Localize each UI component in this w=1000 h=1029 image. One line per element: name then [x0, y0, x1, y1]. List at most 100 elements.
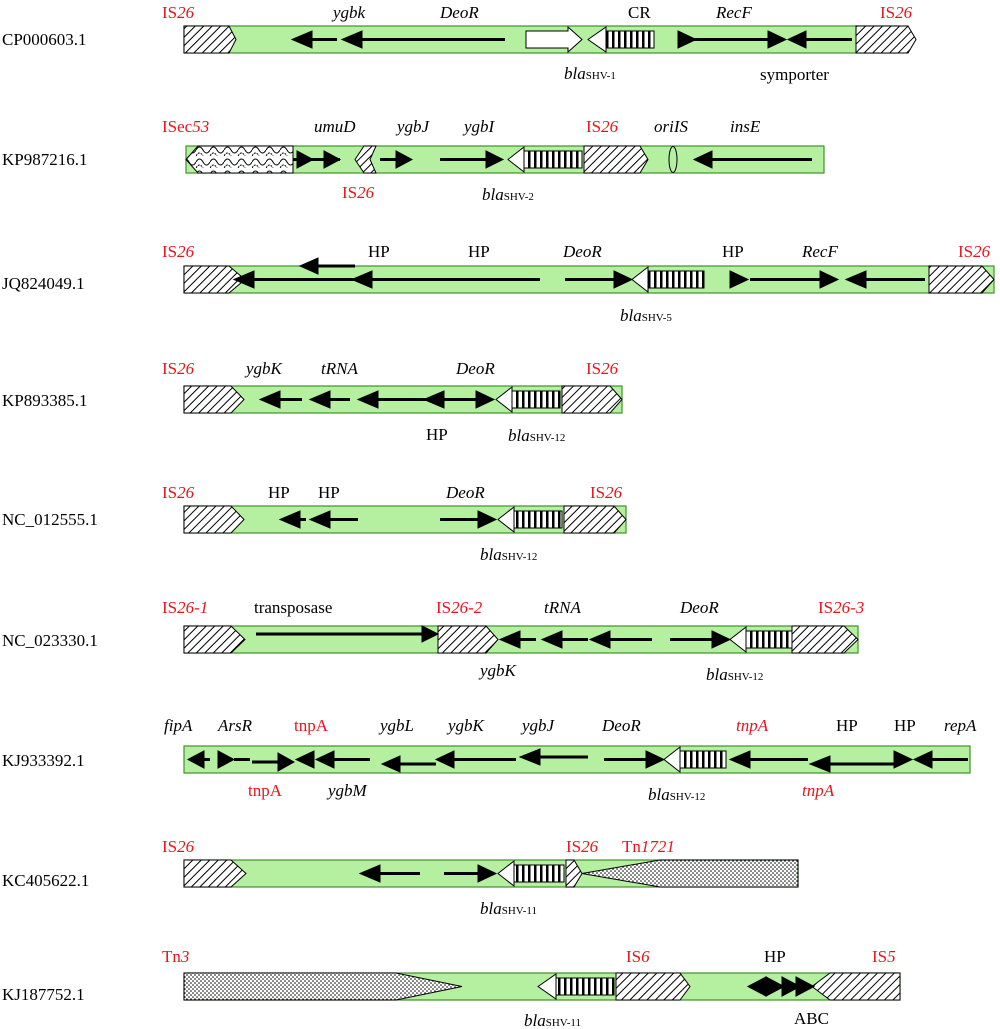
isec53-label: ISec53 — [162, 117, 209, 136]
hp2-label: HP — [318, 483, 340, 502]
tn3-element — [183, 972, 463, 1001]
abc-label: ABC — [794, 1009, 829, 1028]
track-KC405622.1: KC405622.1 IS26 IS26 Tn1721 blaSHV-11 — [2, 837, 799, 918]
tn3-label: Tn3 — [162, 947, 189, 966]
hp-label: HP — [426, 425, 448, 444]
ygbm-label: ygbM — [326, 781, 368, 800]
is26-left-label: IS26 — [162, 242, 195, 261]
is-element-IS26-left — [183, 505, 245, 534]
accession-label: KJ187752.1 — [2, 985, 85, 1004]
track-JQ824049.1: JQ824049.1 IS26 HP HP DeoR HP RecF IS26 … — [2, 242, 995, 325]
is26-small-label: IS26 — [342, 183, 375, 202]
trna-label: tRNA — [321, 359, 358, 378]
hp1-label: HP — [368, 242, 390, 261]
hp1-label: HP — [836, 716, 858, 735]
track-NC_023330.1: NC_023330.1 IS26-1 transposase IS26-2 tR… — [2, 598, 864, 684]
is-element-IS26-mid — [565, 859, 583, 888]
hp3-label: HP — [722, 242, 744, 261]
repa-label: repA — [944, 716, 977, 735]
is26-mid-label: IS26 — [586, 117, 619, 136]
ygbk-label: ygbk — [331, 3, 366, 22]
trna-label: tRNA — [544, 598, 581, 617]
inse-label: insE — [730, 117, 761, 136]
is26-2-label: IS26-2 — [436, 598, 483, 617]
is-element-IS26-1 — [183, 625, 246, 654]
tnpa-bottom-label: tnpA — [248, 781, 283, 800]
bla-label: blaSHV-12 — [480, 545, 537, 564]
accession-label: KP987216.1 — [2, 150, 87, 169]
is-element-IS26-2 — [437, 625, 499, 654]
labels: IS26 IS26 Tn1721 blaSHV-11 — [162, 837, 675, 918]
labels: IS26 HP HP DeoR IS26 blaSHV-12 — [162, 483, 623, 564]
bla-label: blaSHV-12 — [706, 665, 763, 684]
ygbj-label: ygbJ — [395, 117, 431, 136]
track-KJ933392.1: KJ933392.1 fipA ArsR tnpA ygbL ygbK — [2, 716, 977, 804]
is26-3-label: IS26-3 — [818, 598, 864, 617]
fipa-label: fipA — [164, 716, 193, 735]
hp2-label: HP — [468, 242, 490, 261]
is-element-IS26-right — [563, 505, 627, 534]
is26-right-label: IS26 — [958, 242, 991, 261]
ygbl-label: ygbL — [378, 716, 414, 735]
hp2-label: HP — [894, 716, 916, 735]
tn1721-label: Tn1721 — [622, 837, 675, 856]
gene-arrows — [258, 390, 496, 409]
is-element-IS26-left — [183, 385, 245, 414]
labels: IS26 ygbk DeoR CR RecF IS26 blaSHV-1 sym… — [162, 3, 913, 84]
ygbk-label: ygbK — [244, 359, 284, 378]
is26-right-label: IS26 — [586, 359, 619, 378]
is-element-IS26-left — [183, 859, 247, 888]
track-KP893385.1: KP893385.1 IS26 ygbK tRNA DeoR IS26 HP b… — [2, 359, 623, 445]
gene-arrows — [290, 30, 852, 49]
bla-gene-arrow — [631, 265, 705, 294]
arsr-label: ArsR — [217, 716, 253, 735]
is-element-IS26-right — [855, 25, 917, 54]
bla-gene-arrow — [537, 973, 615, 1000]
ygbi-label: ygbI — [462, 117, 496, 136]
transposase-label: transposase — [254, 598, 332, 617]
bla-gene-arrow — [587, 26, 655, 53]
is26-left-label: IS26 — [162, 3, 195, 22]
gene-arrows — [293, 150, 812, 169]
track-CP000603.1: CP000603.1 IS26 ygbk DeoR CR RecF IS26 b… — [2, 3, 917, 84]
deor-label: DeoR — [439, 3, 479, 22]
bla-label: blaSHV-2 — [482, 185, 534, 204]
is-element-IS6 — [615, 972, 691, 1001]
accession-label: JQ824049.1 — [2, 274, 85, 293]
umud-label: umuD — [314, 117, 356, 136]
labels: Tn3 IS6 HP IS5 blaSHV-11 ABC — [162, 947, 896, 1029]
gene-arrows — [186, 748, 968, 773]
recf-label: RecF — [715, 3, 752, 22]
accession-label: KP893385.1 — [2, 391, 87, 410]
bla-label: blaSHV-12 — [508, 426, 565, 445]
deor-label: DeoR — [601, 716, 641, 735]
oriis-element — [668, 146, 678, 173]
bla-label: blaSHV-12 — [648, 785, 705, 804]
hp1-label: HP — [268, 483, 290, 502]
deor-label: DeoR — [679, 598, 719, 617]
accession-label: KC405622.1 — [2, 871, 89, 890]
deor-label: DeoR — [445, 483, 485, 502]
gene-arrows — [746, 976, 816, 997]
hp-label: HP — [764, 947, 786, 966]
tn1721-element — [581, 859, 799, 888]
bla-gene-arrow — [729, 625, 793, 654]
labels: IS26 ygbK tRNA DeoR IS26 HP blaSHV-12 — [162, 359, 619, 445]
recf-label: RecF — [801, 242, 838, 261]
bla-gene-arrow — [495, 385, 561, 414]
labels: fipA ArsR tnpA ygbL ygbK ygbJ DeoR tnpA … — [164, 716, 977, 804]
track-NC_012555.1: NC_012555.1 IS26 HP HP DeoR IS26 blaSHV-… — [2, 483, 627, 564]
is26-right-label: IS26 — [590, 483, 623, 502]
bla-label: blaSHV-1 — [564, 64, 616, 83]
is26-mid-label: IS26 — [566, 837, 599, 856]
is26-left-label: IS26 — [162, 359, 195, 378]
deor-label: DeoR — [455, 359, 495, 378]
ygbk-label: ygbK — [446, 716, 486, 735]
accession-label: KJ933392.1 — [2, 751, 85, 770]
is-element-IS26-mid — [583, 145, 649, 174]
ygbj-label: ygbJ — [520, 716, 556, 735]
gene-arrows — [232, 257, 925, 289]
track-KJ187752.1: KJ187752.1 Tn3 IS6 HP IS5 blaSHV-11 ABC — [2, 947, 901, 1029]
is-element-IS26-right — [928, 265, 995, 294]
is-element-IS26-small — [354, 145, 377, 174]
